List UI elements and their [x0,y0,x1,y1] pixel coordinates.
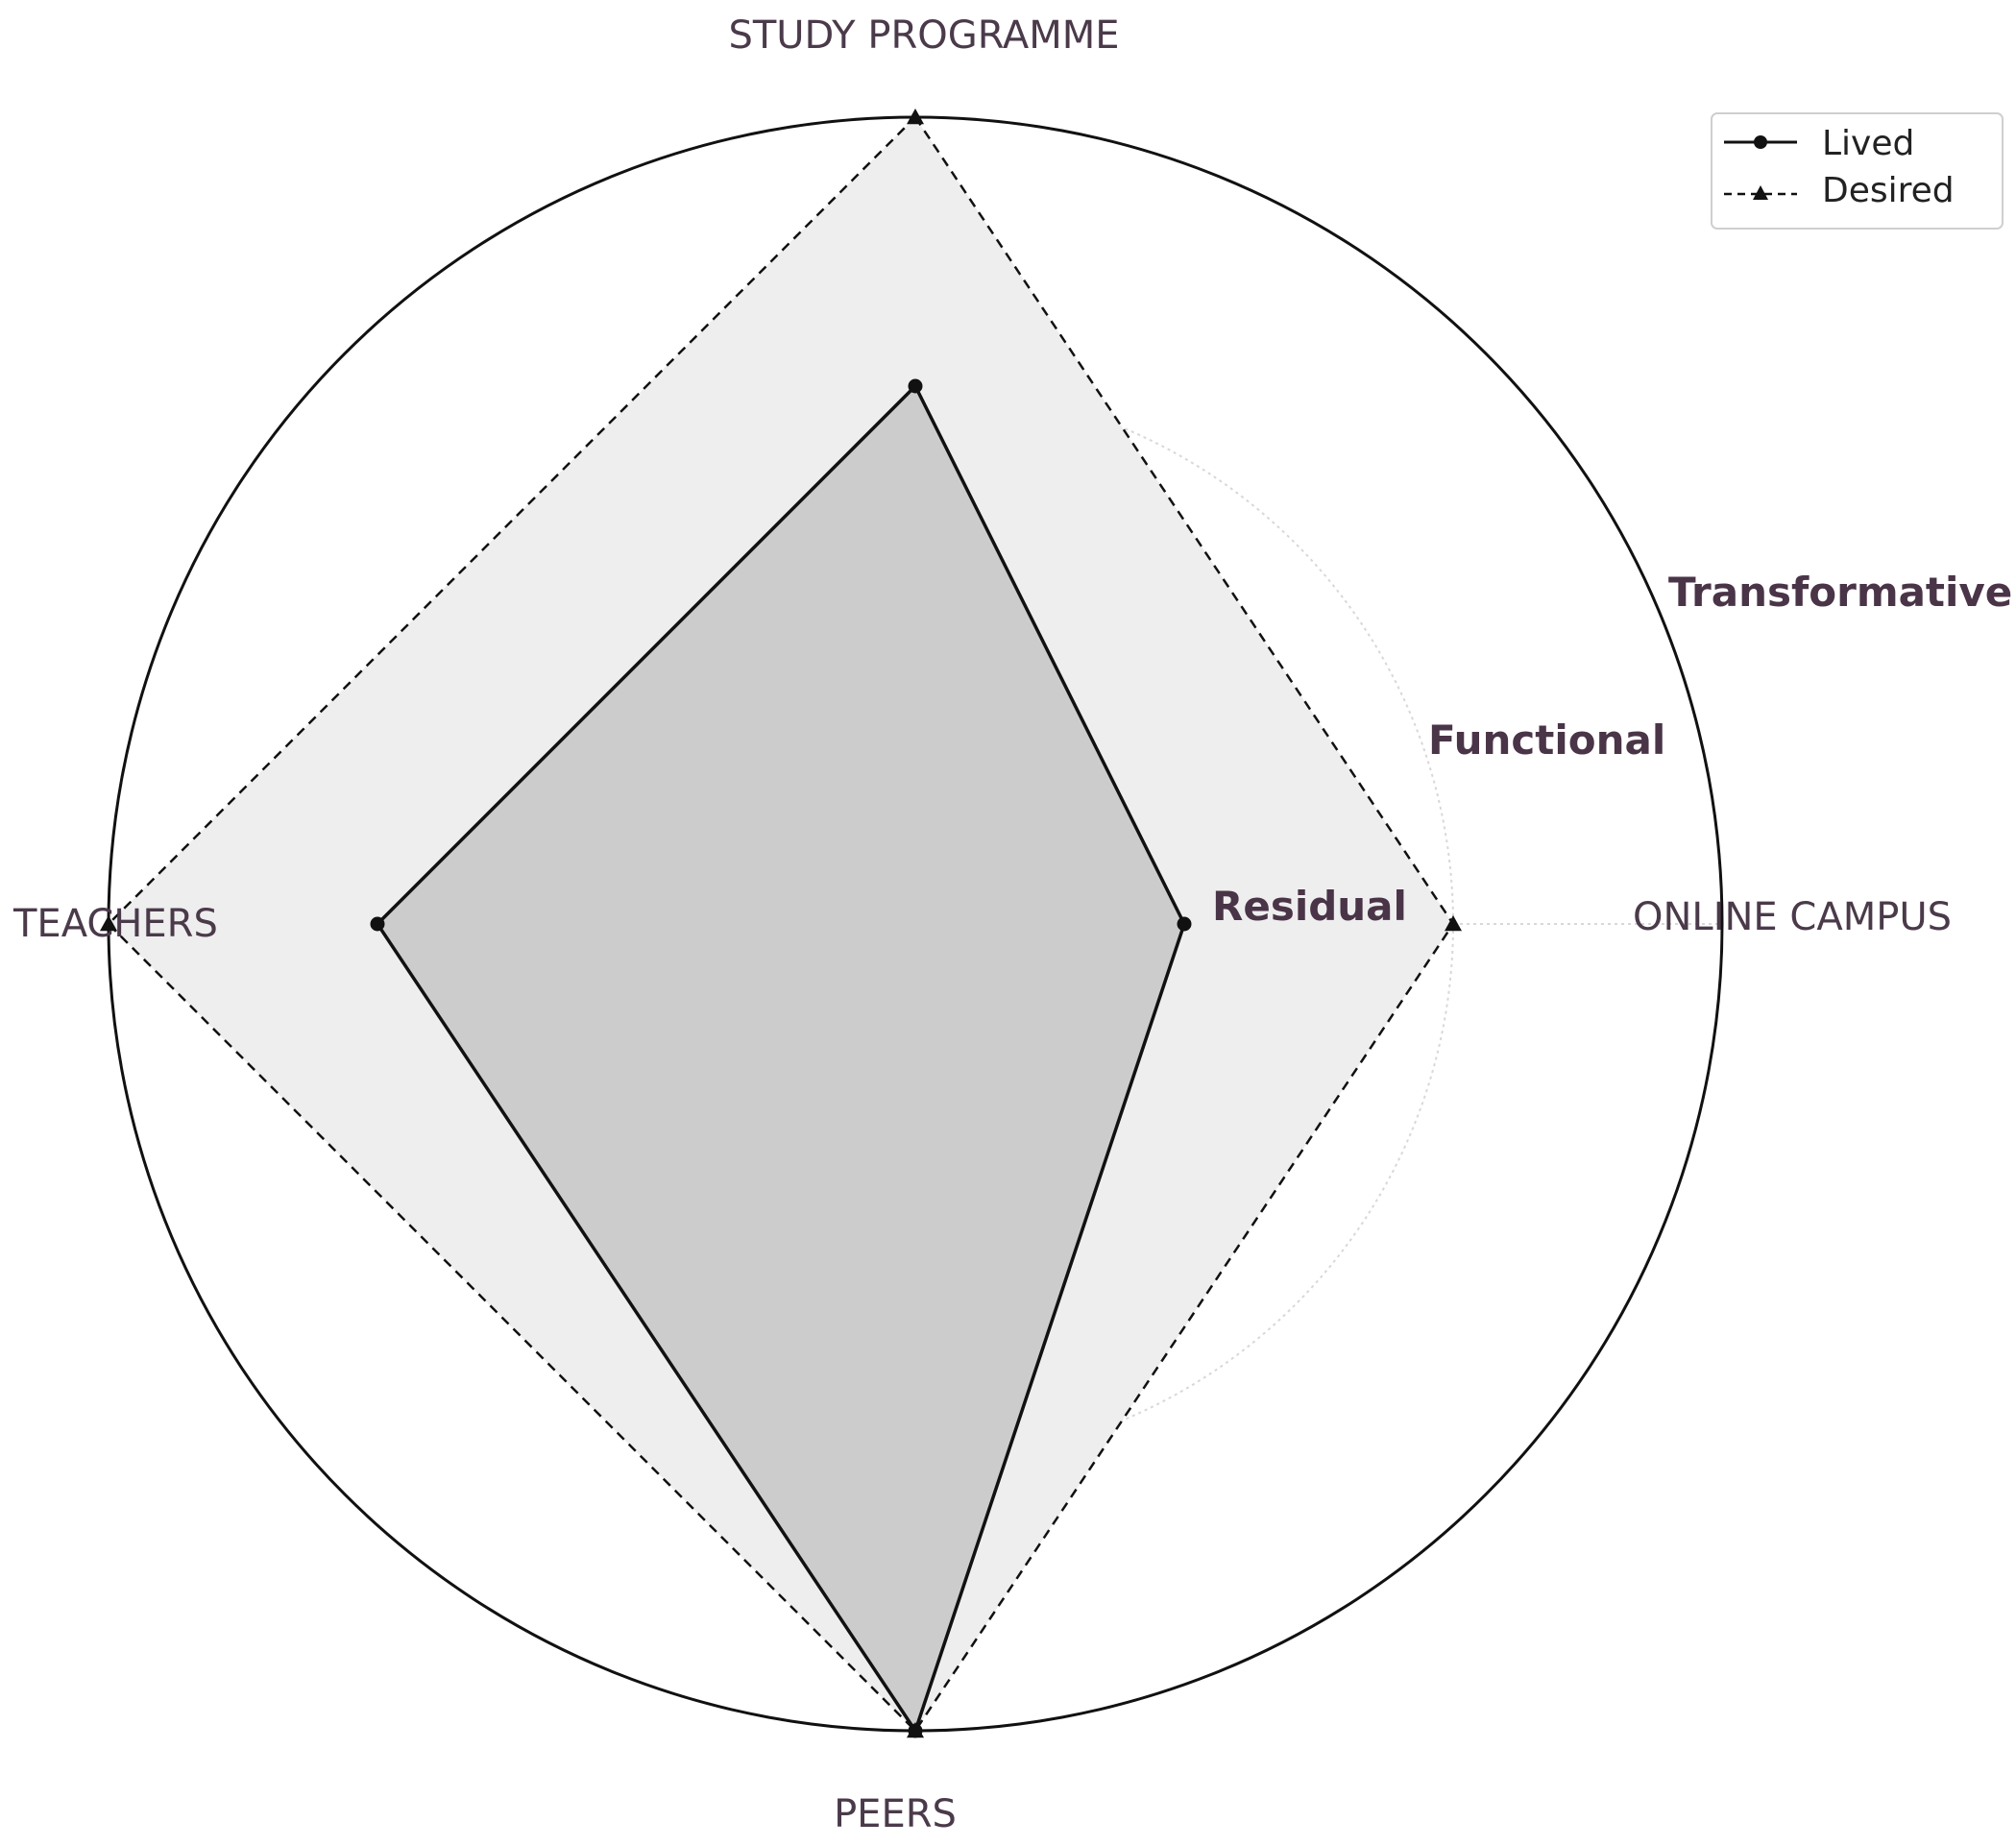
lived-point-0 [908,378,923,394]
radar-series [100,109,1724,1738]
legend-label-lived: Lived [1822,124,1914,163]
legend-marker-desired [1753,185,1768,200]
level-label-transformative: Transformative [1668,569,2012,616]
lived-point-1 [1177,916,1192,932]
desired-point-1 [1445,915,1462,932]
level-label-residual: Residual [1212,883,1407,930]
lived-point-3 [370,916,385,932]
axis-label-teachers: TEACHERS [12,902,218,946]
radar-labels: STUDY PROGRAMME ONLINE CAMPUS PEERS TEAC… [12,13,2012,1836]
legend-marker-lived [1754,135,1767,149]
axis-label-online-campus: ONLINE CAMPUS [1633,895,1952,939]
legend: Lived Desired [1711,112,2004,230]
axis-label-study-programme: STUDY PROGRAMME [728,13,1119,58]
desired-point-0 [907,109,924,125]
legend-label-desired: Desired [1822,171,1955,210]
level-label-functional: Functional [1428,717,1665,764]
axis-label-peers: PEERS [834,1792,957,1836]
desired-point-3 [100,915,117,932]
lived-point-2 [908,1723,923,1738]
